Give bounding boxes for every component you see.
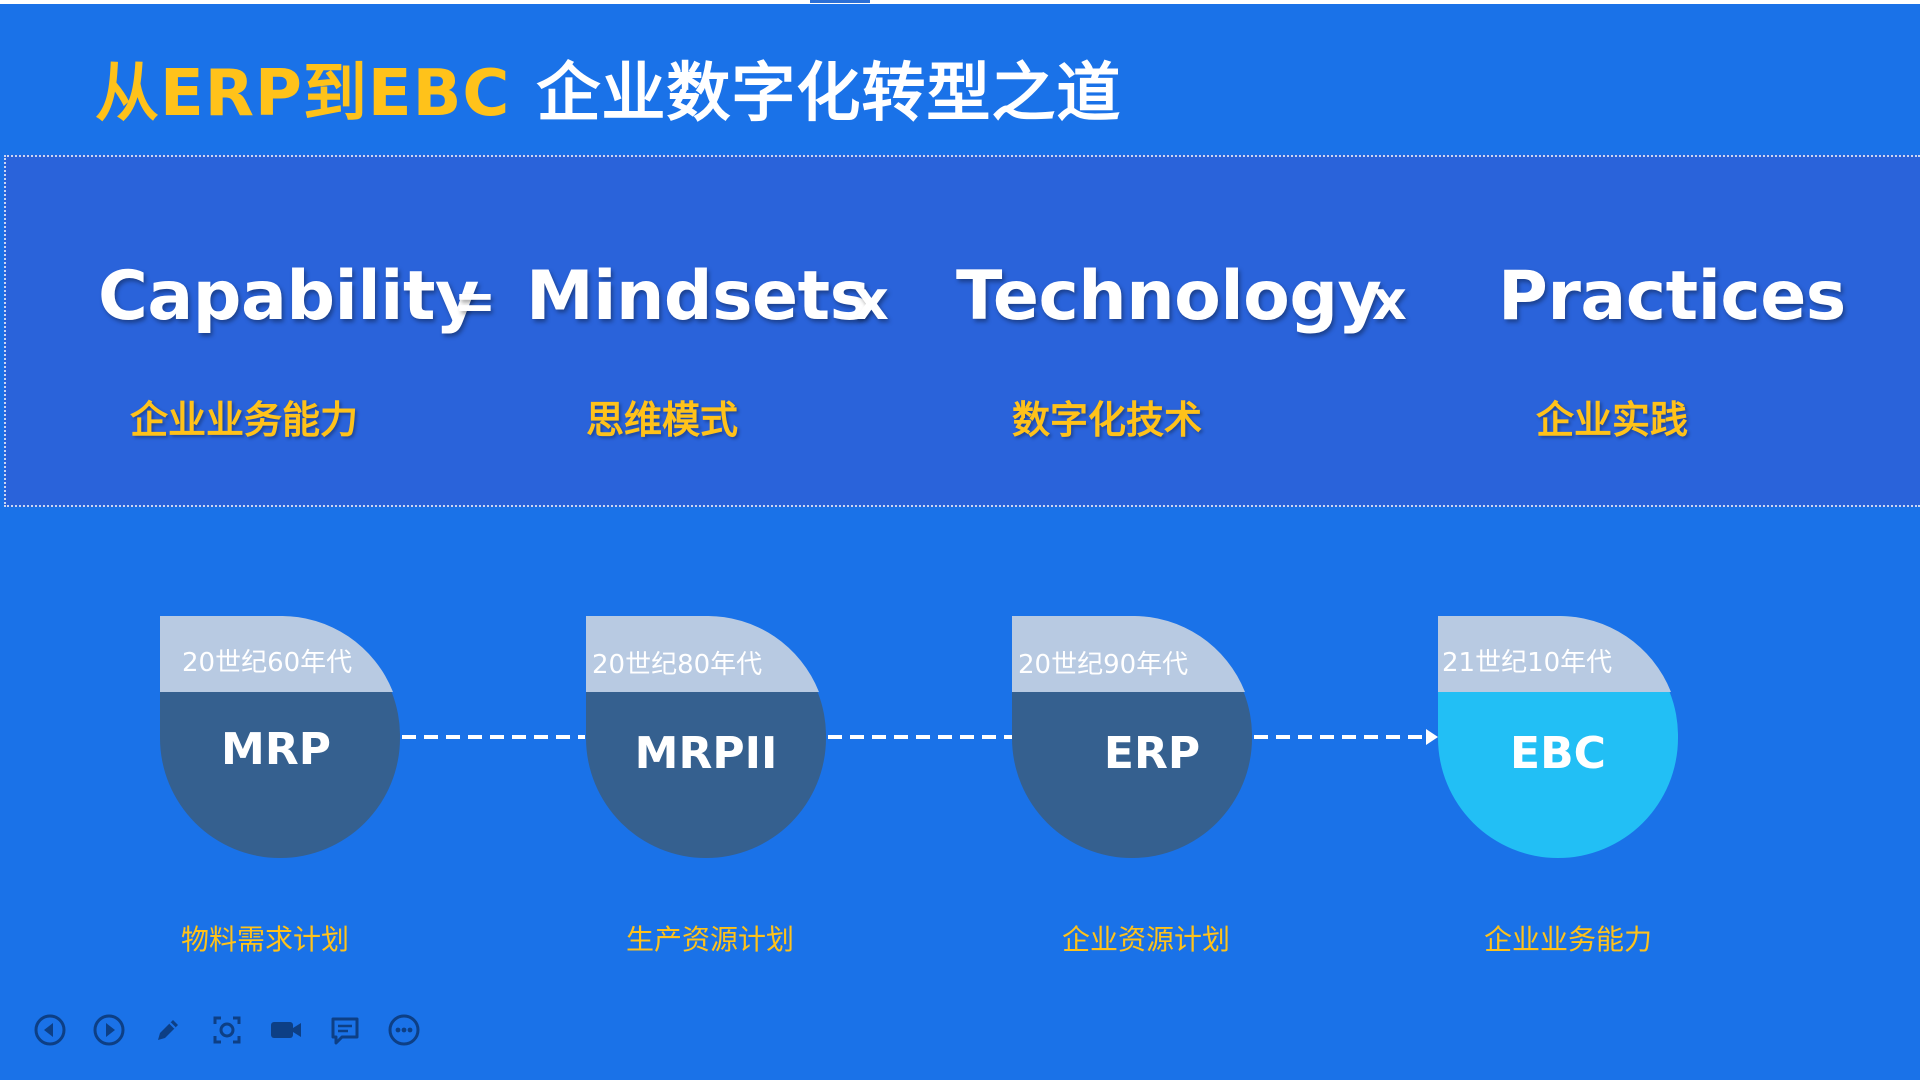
stage-shape	[1012, 616, 1252, 858]
stage-shape	[586, 616, 826, 858]
formula-label-technology: 数字化技术	[1012, 398, 1203, 442]
stage-era: 20世纪90年代	[1018, 650, 1189, 680]
stage-name: ERP	[1103, 728, 1201, 779]
stage-era: 20世纪60年代	[182, 648, 353, 678]
top-edge-marker	[810, 0, 870, 3]
slide-title-accent: 从ERP到EBC	[95, 57, 511, 131]
formula-label-practices: 企业实践	[1536, 398, 1689, 442]
connector-arrowhead-icon	[1426, 729, 1438, 745]
formula-label-capability: 企业业务能力	[130, 398, 359, 442]
stage-era: 20世纪80年代	[592, 650, 763, 680]
timeline-stage-mrp: 20世纪60年代 MRP	[160, 616, 400, 858]
comment-icon[interactable]	[327, 1012, 363, 1048]
stage-shape	[160, 616, 400, 858]
slide-title-main: 企业数字化转型之道	[536, 57, 1122, 131]
formula-term-technology: Technology	[956, 257, 1382, 336]
timeline-stage-ebc: 21世纪10年代 EBC	[1438, 616, 1678, 858]
pen-icon[interactable]	[150, 1012, 186, 1048]
presentation-toolbar	[32, 1012, 422, 1048]
stage-name: MRPII	[634, 728, 778, 779]
window-top-edge	[0, 0, 1920, 4]
screenshot-icon[interactable]	[209, 1012, 245, 1048]
formula-term-mindsets: Mindsets	[526, 257, 870, 336]
stage-desc-mrp: 物料需求计划	[180, 923, 349, 956]
stage-shape	[1438, 616, 1678, 858]
formula-panel: Capability = Mindsets x Technology x Pra…	[4, 155, 1920, 507]
timeline-stage-mrpii: 20世纪80年代 MRPII	[586, 616, 826, 858]
next-icon[interactable]	[91, 1012, 127, 1048]
stage-desc-mrpii: 生产资源计划	[625, 923, 794, 956]
formula-term-practices: Practices	[1498, 257, 1846, 336]
formula-term-capability: Capability	[98, 257, 479, 336]
stage-era: 21世纪10年代	[1442, 648, 1613, 678]
camera-icon[interactable]	[268, 1012, 304, 1048]
formula-equals: =	[454, 272, 496, 330]
slide-title: 从ERP到EBC 企业数字化转型之道	[95, 42, 1121, 134]
stage-name: MRP	[221, 724, 331, 775]
formula-times-1: x	[854, 269, 889, 332]
more-icon[interactable]	[386, 1012, 422, 1048]
formula-label-mindsets: 思维模式	[586, 398, 739, 442]
stage-desc-erp: 企业资源计划	[1061, 923, 1230, 956]
stage-desc-ebc: 企业业务能力	[1483, 923, 1652, 956]
formula-times-2: x	[1372, 269, 1407, 332]
timeline-stage-erp: 20世纪90年代 ERP	[1012, 616, 1252, 858]
stage-name: EBC	[1510, 728, 1606, 779]
previous-icon[interactable]	[32, 1012, 68, 1048]
